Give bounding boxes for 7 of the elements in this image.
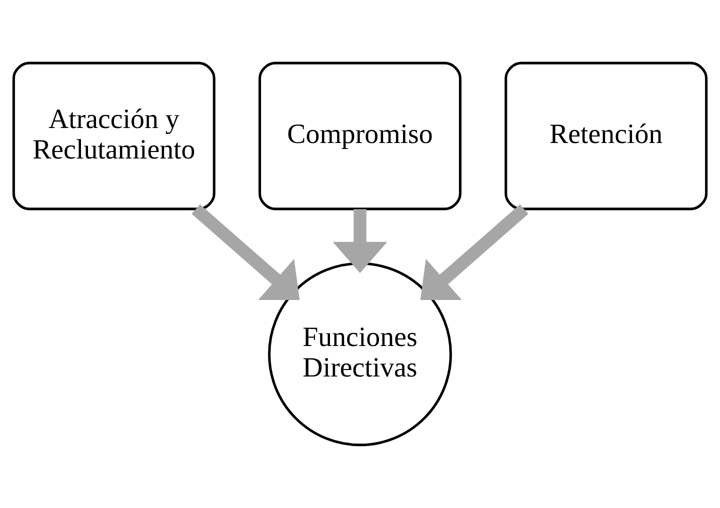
node-box: Retención bbox=[504, 62, 708, 210]
node-box: Compromiso bbox=[258, 62, 462, 210]
node-circle: Funciones Directivas bbox=[268, 262, 452, 446]
node-box: Atracción y Reclutamiento bbox=[12, 62, 216, 210]
arrow bbox=[332, 209, 388, 274]
arrow bbox=[420, 204, 528, 300]
arrow bbox=[192, 204, 300, 300]
